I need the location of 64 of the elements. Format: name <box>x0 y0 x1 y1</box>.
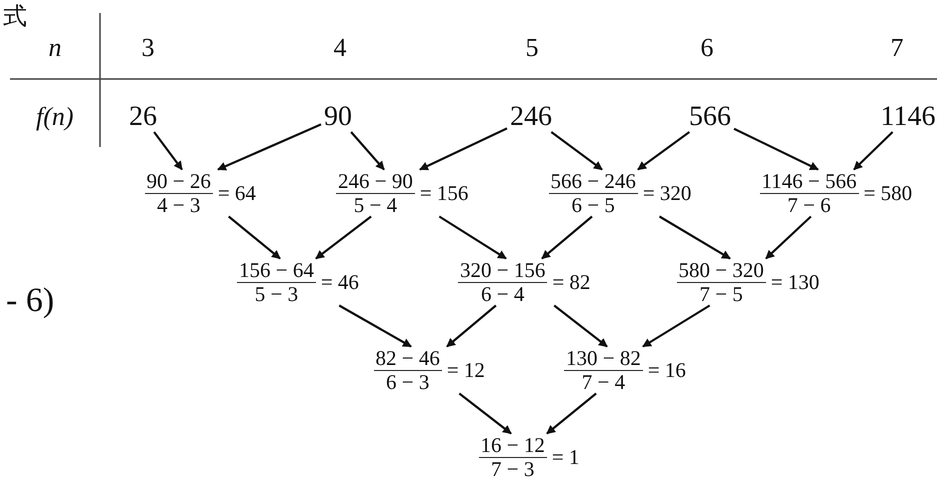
result-value: = 16 <box>648 358 686 382</box>
arrow <box>458 392 512 434</box>
result-value: = 156 <box>420 182 468 204</box>
result-value: = 82 <box>552 270 590 294</box>
fraction-numerator: 82 − 46 <box>374 346 441 370</box>
arrow <box>153 131 183 170</box>
arrow <box>338 304 412 348</box>
arrow <box>550 131 603 170</box>
fraction-numerator: 90 − 26 <box>146 170 212 192</box>
fraction-numerator: 566 − 246 <box>550 170 637 192</box>
arrow <box>228 216 281 260</box>
fraction-denominator: 5 − 3 <box>237 282 316 306</box>
fraction-denominator: 7 − 4 <box>564 370 643 394</box>
fraction-denominator: 6 − 4 <box>458 282 548 306</box>
arrow <box>217 123 322 170</box>
fraction-denominator: 6 − 5 <box>548 192 638 216</box>
table-header: 3 <box>142 34 154 62</box>
arrow <box>419 127 508 170</box>
fraction-numerator: 320 − 156 <box>459 258 546 282</box>
arrow <box>446 304 497 348</box>
result-value: = 1 <box>552 446 580 468</box>
fraction-numerator: 246 − 90 <box>337 170 414 192</box>
fraction-numerator: 16 − 12 <box>480 434 546 456</box>
result-value: = 64 <box>218 182 256 204</box>
arrow <box>637 131 690 170</box>
fraction-numerator: 156 − 64 <box>238 258 315 282</box>
fraction-denominator: 5 − 4 <box>336 192 415 216</box>
function-value: 90 <box>321 102 355 132</box>
arrow <box>315 216 372 260</box>
result-value: = 580 <box>864 182 912 204</box>
result-value: = 130 <box>770 270 820 294</box>
fraction-denominator: 7 − 5 <box>676 282 766 306</box>
result-value: = 320 <box>642 182 692 204</box>
fraction-numerator: 130 − 82 <box>565 346 642 370</box>
fraction-denominator: 4 − 3 <box>144 192 213 216</box>
cut-off-text: - 6) <box>6 282 54 319</box>
function-value: 566 <box>686 102 734 132</box>
result-value: = 12 <box>446 358 485 382</box>
fraction-numerator: 1146 − 566 <box>760 170 858 192</box>
arrow <box>350 131 385 170</box>
arrow <box>853 131 894 170</box>
table-header: 5 <box>526 34 538 62</box>
arrow <box>546 392 597 434</box>
arrow <box>554 304 608 348</box>
arrow <box>541 216 593 260</box>
cut-off-text: 式 <box>3 4 27 30</box>
arrow <box>765 216 812 260</box>
function-value: 26 <box>126 102 160 132</box>
arrow <box>642 304 710 348</box>
fraction-denominator: 6 − 3 <box>374 370 442 394</box>
arrow <box>734 128 819 170</box>
fraction-denominator: 7 − 6 <box>760 192 859 216</box>
table-header: 7 <box>890 34 904 62</box>
table-header: 6 <box>700 34 714 62</box>
function-value: 246 <box>507 102 555 132</box>
fraction-numerator: 580 − 320 <box>678 258 765 282</box>
table-header: 4 <box>334 34 346 62</box>
table-header: n <box>48 34 62 62</box>
arrow <box>658 216 731 260</box>
fraction-denominator: 7 − 3 <box>478 456 547 480</box>
function-value: 1146 <box>878 102 937 132</box>
result-value: = 46 <box>320 270 359 294</box>
arrow <box>438 216 507 260</box>
table-header: f(n) <box>36 102 74 132</box>
